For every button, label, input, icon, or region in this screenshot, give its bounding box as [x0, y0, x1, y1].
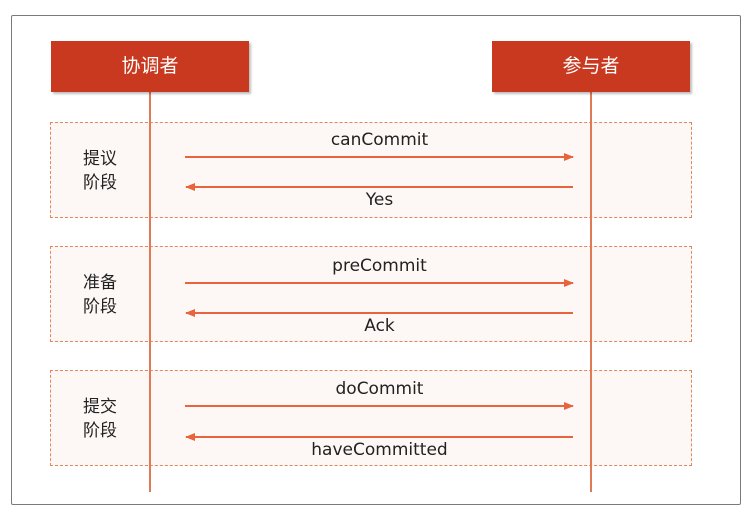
coordinator-lifeline	[149, 92, 151, 492]
phase-label: 提议 阶段	[51, 147, 149, 195]
phase-label-line2: 阶段	[83, 421, 117, 441]
participant-lifeline	[590, 92, 592, 492]
phase-label-line1: 准备	[83, 273, 117, 293]
phase-label-line1: 提议	[83, 149, 117, 169]
response-label: Yes	[365, 190, 394, 210]
phase-label: 提交 阶段	[51, 395, 149, 443]
phase-label: 准备 阶段	[51, 271, 149, 319]
phase-label-line2: 阶段	[83, 297, 117, 317]
response-label: haveCommitted	[311, 440, 448, 460]
request-label: doCommit	[335, 379, 424, 399]
phase-label-line1: 提交	[83, 397, 117, 417]
phase-label-line2: 阶段	[83, 173, 117, 193]
coordinator-header: 协调者	[51, 41, 249, 92]
phase-box-commit: 提交 阶段	[50, 370, 692, 466]
participant-header: 参与者	[492, 41, 690, 92]
request-label: preCommit	[332, 256, 427, 276]
request-label: canCommit	[330, 130, 429, 150]
phase-box-proposal: 提议 阶段	[50, 122, 692, 218]
response-label: Ack	[364, 316, 395, 336]
phase-box-prepare: 准备 阶段	[50, 246, 692, 342]
